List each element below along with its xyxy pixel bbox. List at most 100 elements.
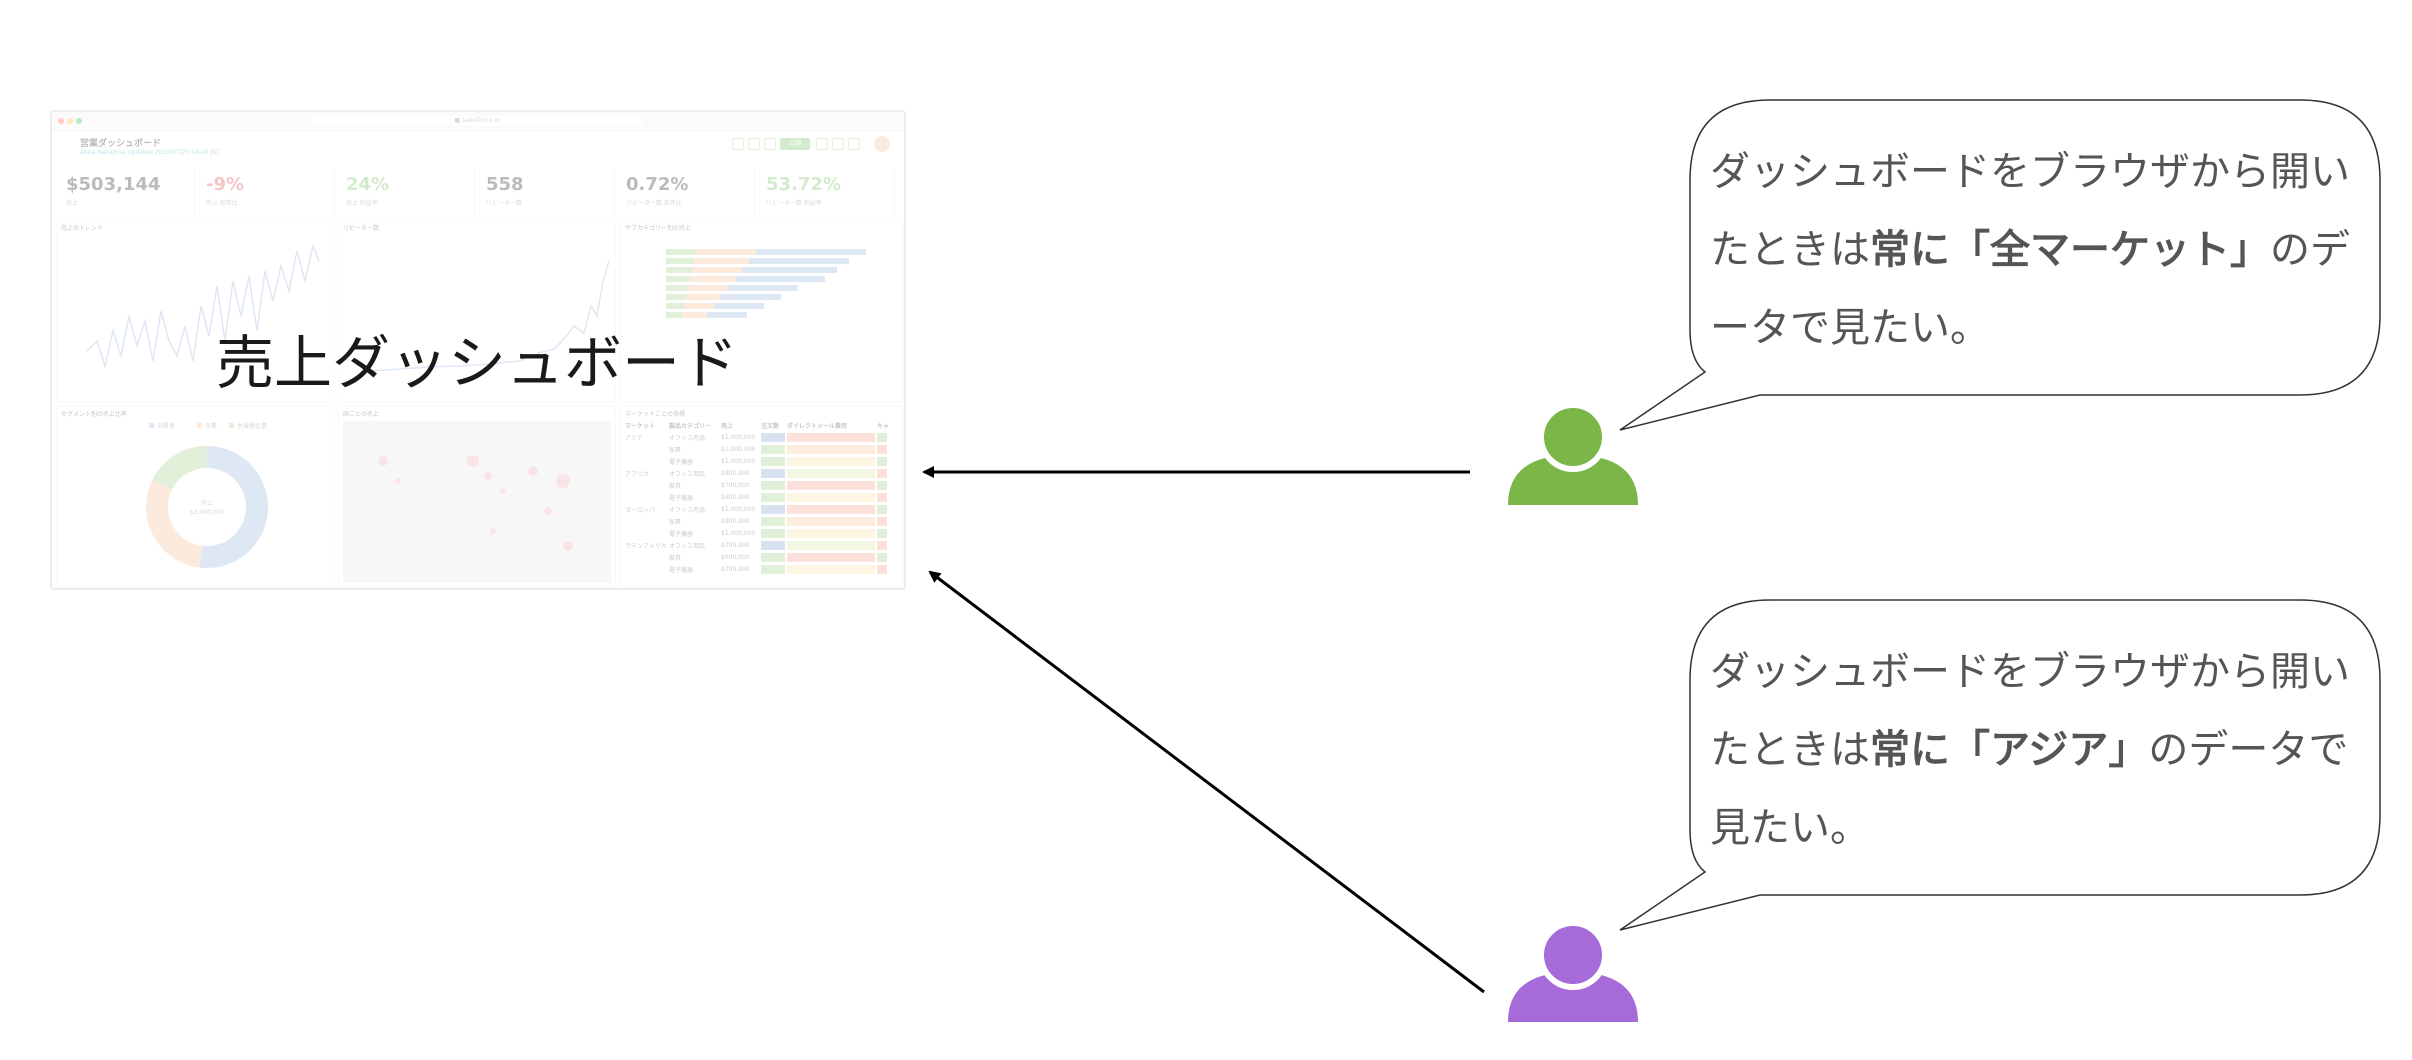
heat-cell — [877, 468, 887, 478]
heat-cell — [761, 480, 785, 490]
market-cell: $1,000,000 — [721, 529, 756, 537]
table-row: アフリカオフィス用品$800,000 — [625, 467, 901, 479]
repeaters-line — [368, 260, 610, 372]
heat-cell — [877, 456, 887, 466]
market-cell: オフィス用品 — [669, 506, 705, 514]
market-cell: アフリカ — [625, 470, 650, 478]
heat-cell — [787, 516, 875, 526]
dashboard-label: 売上ダッシュボード — [216, 329, 739, 397]
heat-cell — [761, 564, 785, 574]
heat-cell — [787, 480, 875, 490]
maximize-dot-icon — [76, 118, 82, 124]
category-chart — [666, 249, 866, 318]
heat-cell — [877, 432, 887, 442]
bar-row — [666, 294, 781, 300]
address-bar: ■ salesforce.io — [312, 116, 642, 126]
map-title: 国ごとの売上 — [343, 411, 379, 418]
kpi-card: -9% 売上 前年比 — [198, 168, 335, 216]
bubble-2-pre: ダッシュボードをブラウザから開いたときは — [1710, 649, 2350, 773]
market-header-cell: マーケット — [625, 423, 656, 430]
donut-slice — [146, 446, 268, 568]
table-row: 家具 $900,000 — [625, 515, 901, 527]
heat-cell — [787, 528, 875, 538]
dashboard-meta: Akira Nakajima Updated 2019/07/25 04:40 … — [80, 149, 220, 156]
trend-panel: 売上のトレンド — [56, 220, 334, 402]
table-row: 家具$1,000,000 — [625, 443, 901, 455]
market-table: マーケット製品カテゴリー売上注文数ダイレクトメール費用キャアジアオフィス用品$1… — [625, 421, 901, 575]
donut-slice — [146, 446, 268, 568]
close-dot-icon — [58, 118, 64, 124]
trend-title: 売上のトレンド — [61, 225, 104, 232]
heat-cell — [761, 492, 785, 502]
toolbar-button — [764, 138, 776, 150]
table-row: ラテンアメリカオフィス用品$700,000 — [625, 539, 901, 551]
market-cell: $1,000,000 — [721, 457, 756, 465]
kpi-label: リピーター数 利益率 — [766, 200, 822, 207]
market-header-cell: 売上 — [721, 423, 734, 430]
market-cell: 電子機器 — [669, 458, 694, 466]
table-row: 家具$700,000 — [625, 479, 901, 491]
kpi-value: -9% — [206, 174, 245, 195]
market-header-cell: キャ — [877, 423, 890, 430]
donut-center-value: $3,000,000 — [190, 509, 225, 516]
market-cell: $600,000 — [721, 553, 750, 561]
heat-cell — [761, 468, 785, 478]
bar-row — [666, 285, 798, 291]
table-row: ヨーロッパオフィス用品$1,000,000 — [625, 503, 901, 515]
bubble-2-text: ダッシュボードをブラウザから開いたときは常に「アジア」のデータで見たい。 — [1710, 633, 2360, 867]
repeaters-title: リピーター数 — [343, 225, 380, 232]
toolbar-button — [748, 138, 760, 150]
market-cell: $800,000 — [721, 469, 750, 477]
heat-cell — [761, 516, 785, 526]
market-header-cell: 製品カテゴリー — [669, 423, 712, 430]
speech-bubble-2 — [1619, 599, 2381, 931]
donut-center-label: 売上 — [201, 499, 213, 507]
heat-cell — [761, 444, 785, 454]
heat-cell — [787, 444, 875, 454]
heat-cell — [787, 504, 875, 514]
trend-chart — [86, 243, 320, 369]
market-cell: 家具 — [669, 482, 682, 490]
heat-cell — [877, 552, 887, 562]
market-cell: ヨーロッパ — [625, 506, 656, 514]
heat-cell — [877, 516, 887, 526]
market-cell: 電子機器 — [669, 494, 694, 502]
kpi-label: 売上 前年比 — [206, 200, 238, 207]
segment-legend-item: 企業 — [205, 422, 217, 430]
bubble-1-pre: ダッシュボードをブラウザから開いたときは — [1710, 149, 2350, 273]
bubble-1-post: のデータで見たい。 — [1710, 227, 2350, 351]
user-icon — [1508, 402, 1638, 505]
heat-cell — [787, 552, 875, 562]
toolbar-button — [816, 138, 828, 150]
kpi-label: 売上 — [66, 200, 79, 207]
heat-cell — [787, 468, 875, 478]
market-cell: $900,000 — [721, 517, 750, 525]
market-header-cell: ダイレクトメール費用 — [787, 423, 848, 430]
market-header-cell: 注文数 — [761, 423, 780, 430]
kpi-card: 24%売上 利益率 — [338, 168, 475, 216]
heat-cell — [761, 540, 785, 550]
heat-cell — [877, 528, 887, 538]
kpi-value: $503,144 — [66, 174, 161, 195]
kpi-card: $503,144 売上 — [58, 168, 195, 216]
map-panel: 国ごとの売上 — [338, 406, 616, 588]
table-row: 電子機器$700,000 — [625, 563, 901, 575]
market-cell: ラテンアメリカ — [625, 542, 667, 550]
dashboard-content: ■ salesforce.io 営業ダッシュボード Akira Nakajima… — [52, 112, 904, 588]
bar-row — [666, 249, 866, 255]
bar-row — [666, 276, 825, 282]
donut-slice — [146, 446, 268, 568]
bubble-1-bold: 常に「全マーケット」 — [1870, 227, 2270, 273]
speech-bubble-1 — [1619, 99, 2381, 431]
market-cell: オフィス用品 — [669, 542, 705, 550]
table-row: 家具$600,000 — [625, 551, 901, 563]
segment-panel: セグメント別の売上比率 消費者 企業 大規模企業 売上 $3,000,000 — [56, 406, 334, 588]
heat-cell — [877, 540, 887, 550]
market-cell: 家具 — [669, 518, 682, 526]
market-cell: オフィス用品 — [669, 434, 705, 442]
market-cell: 電子機器 — [669, 566, 694, 574]
trend-line — [86, 243, 320, 369]
dashboard-title: 営業ダッシュボード — [80, 139, 162, 149]
category-panel: サブカテゴリー別の売上 — [620, 220, 904, 402]
